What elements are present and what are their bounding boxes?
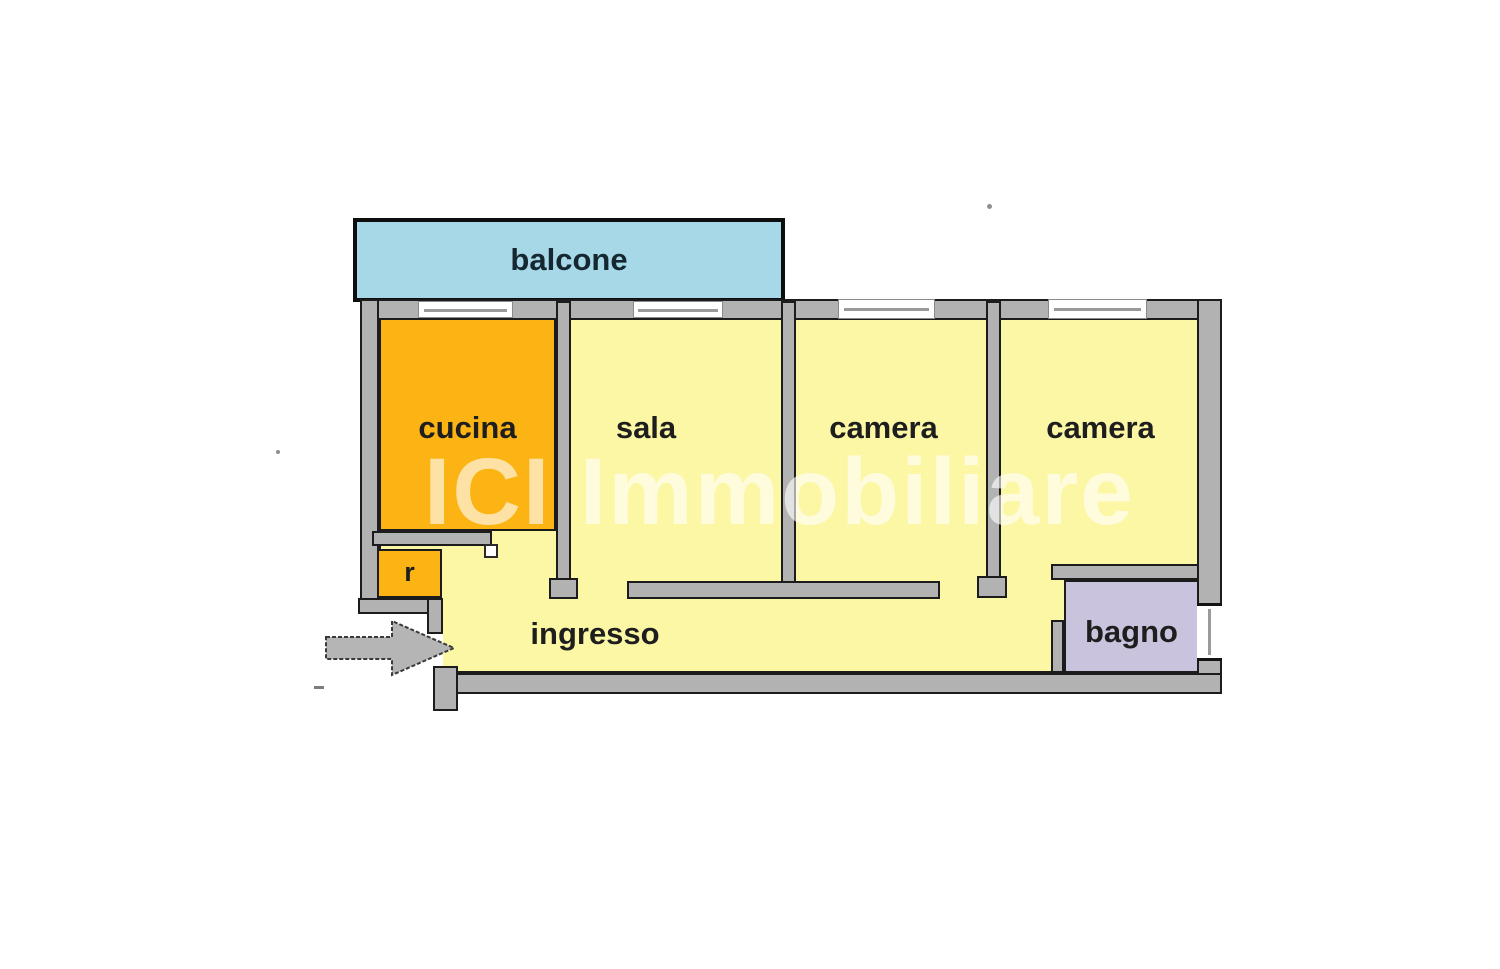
wall-ingresso-top [627,581,940,599]
room-label-ripostiglio: r [404,557,415,587]
room-label-cucina: cucina [418,410,517,445]
room-label-bagno: bagno [1085,614,1178,649]
room-ripostiglio [377,549,442,598]
wall-bottom [433,673,1222,694]
room-label-ingresso: ingresso [530,616,660,651]
entrance-jamb-upper [427,598,443,634]
room-balcone: balcone [353,218,785,302]
wall-cucina-sala-foot [549,578,578,599]
scan-artifact-dot [987,204,992,209]
scan-artifact-dash [314,686,324,689]
scan-artifact-dot [276,450,280,454]
cucina-door-notch [484,544,498,558]
entrance-arrow-icon [325,619,457,677]
wall-bagno-top [1051,564,1199,580]
wall-camera1-camera2-foot [977,576,1007,598]
camera1-window [838,299,935,319]
room-bagno [1064,580,1199,673]
room-cucina [379,312,556,531]
room-label-balcone: balcone [510,242,628,277]
room-label-sala: sala [615,410,677,445]
balcony-door-sala-window [633,301,723,318]
balcony-door-cucina-window [418,301,513,318]
watermark: ICI Immobiliare [424,439,1136,545]
wall-bagno-left-stub [1051,620,1064,673]
entrance-door-jamb [433,666,458,711]
bagno-window [1197,603,1222,661]
camera2-window [1048,299,1147,319]
wall-cucina-bottom [372,531,492,546]
room-label-camera2: camera [1046,410,1155,445]
room-label-camera1: camera [829,410,938,445]
